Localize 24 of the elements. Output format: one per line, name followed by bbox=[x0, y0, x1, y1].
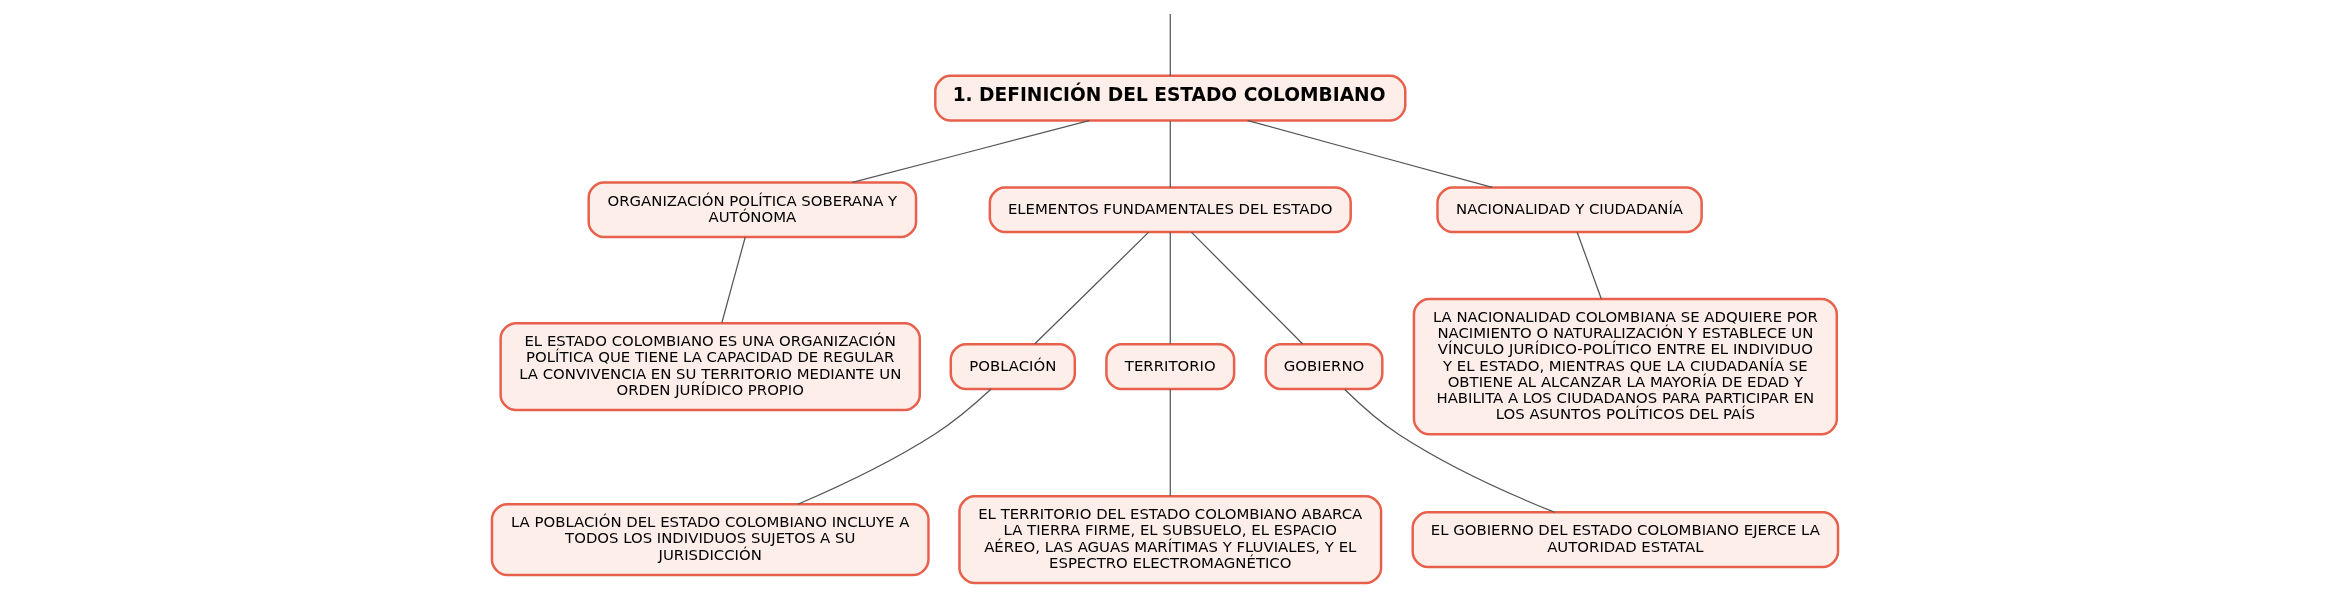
connector bbox=[1344, 388, 1556, 513]
node-box: POBLACIÓN bbox=[949, 343, 1077, 391]
node-box: LA POBLACIÓN DEL ESTADO COLOMBIANO INCLUYE A TODOS LOS INDIVIDUOS SUJETOS A SU JURISDICCIÓN bbox=[490, 503, 930, 577]
connector bbox=[851, 119, 1090, 184]
node-box: GOBIERNO bbox=[1264, 343, 1384, 391]
connector bbox=[1190, 231, 1304, 345]
node-box: 1. DEFINICIÓN DEL ESTADO COLOMBIANO bbox=[934, 74, 1407, 122]
connector bbox=[797, 388, 992, 505]
node-box: EL GOBIERNO DEL ESTADO COLOMBIANO EJERCE LA AUTORIDAD ESTATAL bbox=[1411, 511, 1840, 569]
connector bbox=[1169, 13, 1171, 77]
connector bbox=[1576, 231, 1602, 300]
node-box: EL ESTADO COLOMBIANO ES UNA ORGANIZACIÓN POLÍTICA QUE TIENE LA CAPACIDAD DE REGULAR LA CONVIVENCIA EN SU TERRITORIO MEDIANTE UN ORDEN JURÍDICO PROPIO bbox=[499, 322, 921, 412]
node-box: TERRITORIO bbox=[1105, 343, 1236, 391]
node-box: LA NACIONALIDAD COLOMBIANA SE ADQUIERE POR NACIMIENTO O NATURALIZACIÓN Y ESTABLECE UN VÍNCULO JURÍDICO-POLÍTICO ENTRE EL INDIVIDUO Y EL ESTADO, MIENTRAS QUE LA CIUDADANÍA SE OBTIENE AL ALCANZAR LA MAYORÍA DE EDAD Y HABILITA A LOS CIUDADANOS PARA PARTICIPAR EN LOS ASUNTOS POLÍTICOS DEL PAÍS bbox=[1412, 297, 1839, 436]
connector bbox=[1169, 231, 1171, 345]
connector bbox=[721, 236, 746, 324]
connector bbox=[1169, 120, 1171, 188]
node-box: ORGANIZACIÓN POLÍTICA SOBERANA Y AUTÓNOMA bbox=[587, 181, 918, 239]
node-box: NACIONALIDAD Y CIUDADANÍA bbox=[1436, 186, 1703, 234]
connector bbox=[1034, 231, 1150, 345]
node-box: EL TERRITORIO DEL ESTADO COLOMBIANO ABARCA LA TIERRA FIRME, EL SUBSUELO, EL ESPACIO AÉREO, LAS AGUAS MARÍTIMAS Y FLUVIALES, Y EL ESPECTRO ELECTROMAGNÉTICO bbox=[958, 495, 1383, 585]
connector bbox=[1169, 388, 1171, 497]
connector bbox=[1247, 119, 1493, 189]
node-box: ELEMENTOS FUNDAMENTALES DEL ESTADO bbox=[988, 186, 1352, 234]
